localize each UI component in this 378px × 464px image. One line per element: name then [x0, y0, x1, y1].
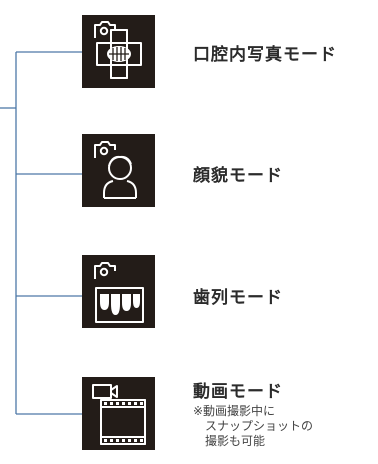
- note-line-2: スナップショットの: [205, 419, 314, 433]
- camera-face-icon: [82, 134, 155, 207]
- mode-label-intraoral: 口腔内写真モード: [193, 45, 337, 65]
- video-filmstrip-icon: [82, 377, 155, 450]
- camera-intraoral-icon: [82, 15, 155, 88]
- mode-label-face: 顔貌モード: [193, 166, 283, 186]
- note-line-1: ※動画撮影中に: [193, 404, 276, 418]
- mode-label-video: 動画モード: [193, 382, 283, 402]
- note-line-3: 撮影も可能: [205, 434, 266, 448]
- camera-teeth-icon: [82, 255, 155, 328]
- mode-note-video: ※動画撮影中に スナップショットの 撮影も可能: [193, 404, 313, 449]
- mode-label-teeth: 歯列モード: [193, 288, 283, 308]
